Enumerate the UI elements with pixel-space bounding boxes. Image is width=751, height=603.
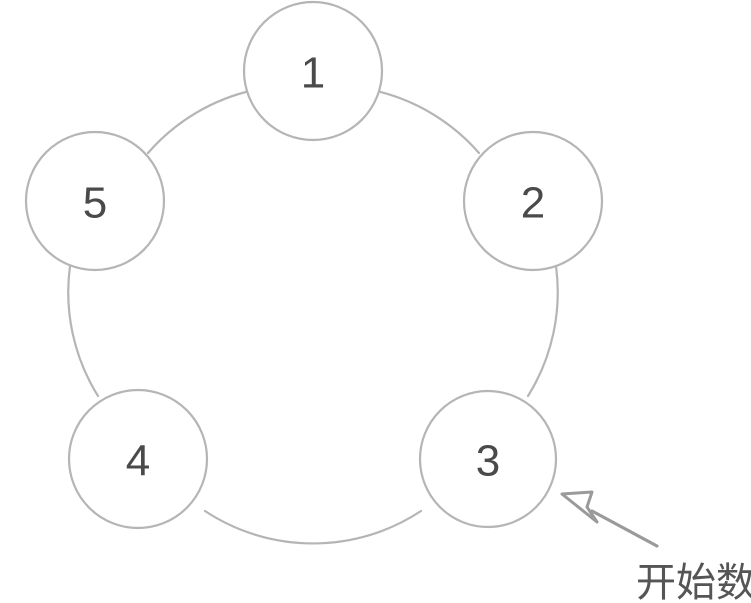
edge-4-to-5 (67, 264, 100, 398)
node-1-label: 1 (301, 49, 325, 98)
node-5[interactable]: 5 (24, 130, 166, 272)
node-4[interactable]: 4 (67, 388, 209, 530)
edge-group (67, 88, 559, 545)
edge-1-to-2 (370, 88, 481, 155)
node-4-circle[interactable] (67, 388, 209, 530)
edge-3-to-4 (203, 509, 423, 545)
node-3[interactable]: 3 (418, 389, 558, 529)
node-1-circle[interactable] (242, 0, 384, 142)
annotation-label: 开始数 (636, 560, 751, 603)
node-4-label: 4 (126, 437, 150, 486)
edge-5-to-1 (146, 88, 256, 155)
node-2-circle[interactable] (462, 130, 604, 272)
annotation-arrow-shaft (590, 509, 659, 548)
node-2[interactable]: 2 (462, 130, 604, 272)
start-annotation: 开始数 (560, 490, 751, 603)
node-group: 1 2 3 4 5 (24, 0, 604, 530)
edge-2-to-3 (526, 264, 559, 398)
node-5-label: 5 (83, 179, 107, 228)
node-5-circle[interactable] (24, 130, 166, 272)
annotation-arrow-head-icon (560, 490, 599, 524)
node-1[interactable]: 1 (242, 0, 384, 142)
node-3-label: 3 (476, 437, 500, 486)
node-3-circle[interactable] (418, 389, 558, 529)
node-2-label: 2 (521, 179, 545, 228)
